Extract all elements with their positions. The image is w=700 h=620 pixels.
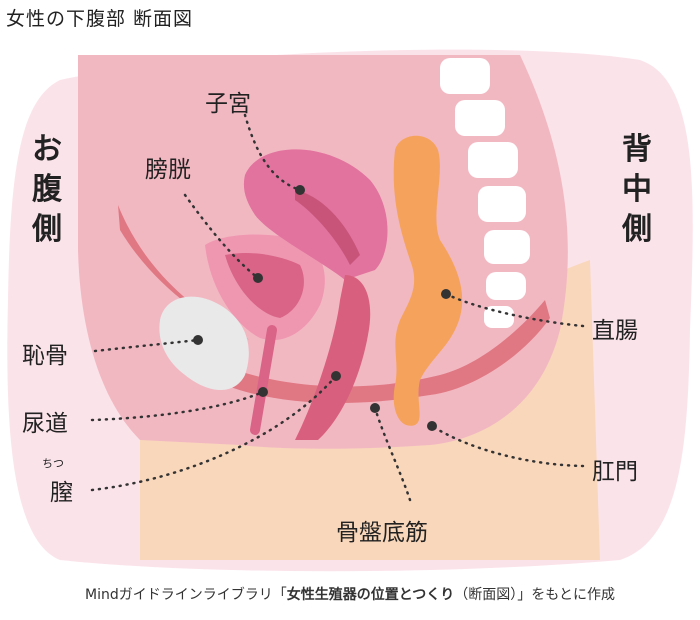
label-pubic-bone: 恥骨 [22,343,68,369]
side-front-char-3: 側 [32,212,62,247]
uterus-cavity [295,190,360,265]
label-rectum: 直腸 [592,318,638,344]
label-anus: 肛門 [592,459,638,485]
side-back-char-1: 背 [622,132,652,167]
side-back-char-2: 中 [622,172,652,207]
label-pelvic-floor: 骨盤底筋 [336,520,428,546]
page-title: 女性の下腹部 断面図 [6,8,194,30]
source-credit: Mindガイドラインライブラリ「女性生殖器の位置とつくり（断面図）」をもとに作成 [0,584,700,604]
side-label-front: お 腹 側 [30,130,64,250]
rectum [393,135,463,426]
leader-dots [193,185,451,431]
source-prefix: Mindガイドラインライブラリ「 [85,587,287,603]
pubic-bone [159,296,249,390]
side-back-char-3: 側 [622,212,652,247]
side-front-char-2: 腹 [32,172,62,207]
vagina [295,275,371,440]
source-suffix: （断面図）」をもとに作成 [454,587,615,603]
label-bladder: 膀胱 [145,157,191,183]
source-highlight: 女性生殖器の位置とつくり [286,587,455,603]
leader-lines [90,113,585,502]
urethra [250,325,277,435]
bladder-inner [225,253,304,318]
label-uterus: 子宮 [205,91,251,117]
label-vagina: 膣 [50,480,73,506]
label-vagina-ruby: ちつ [42,457,64,470]
side-front-char-1: お [32,132,62,167]
spine [440,58,530,328]
label-urethra: 尿道 [22,411,68,437]
side-label-back: 背 中 側 [620,130,654,250]
pelvic-floor-muscle [190,300,550,403]
